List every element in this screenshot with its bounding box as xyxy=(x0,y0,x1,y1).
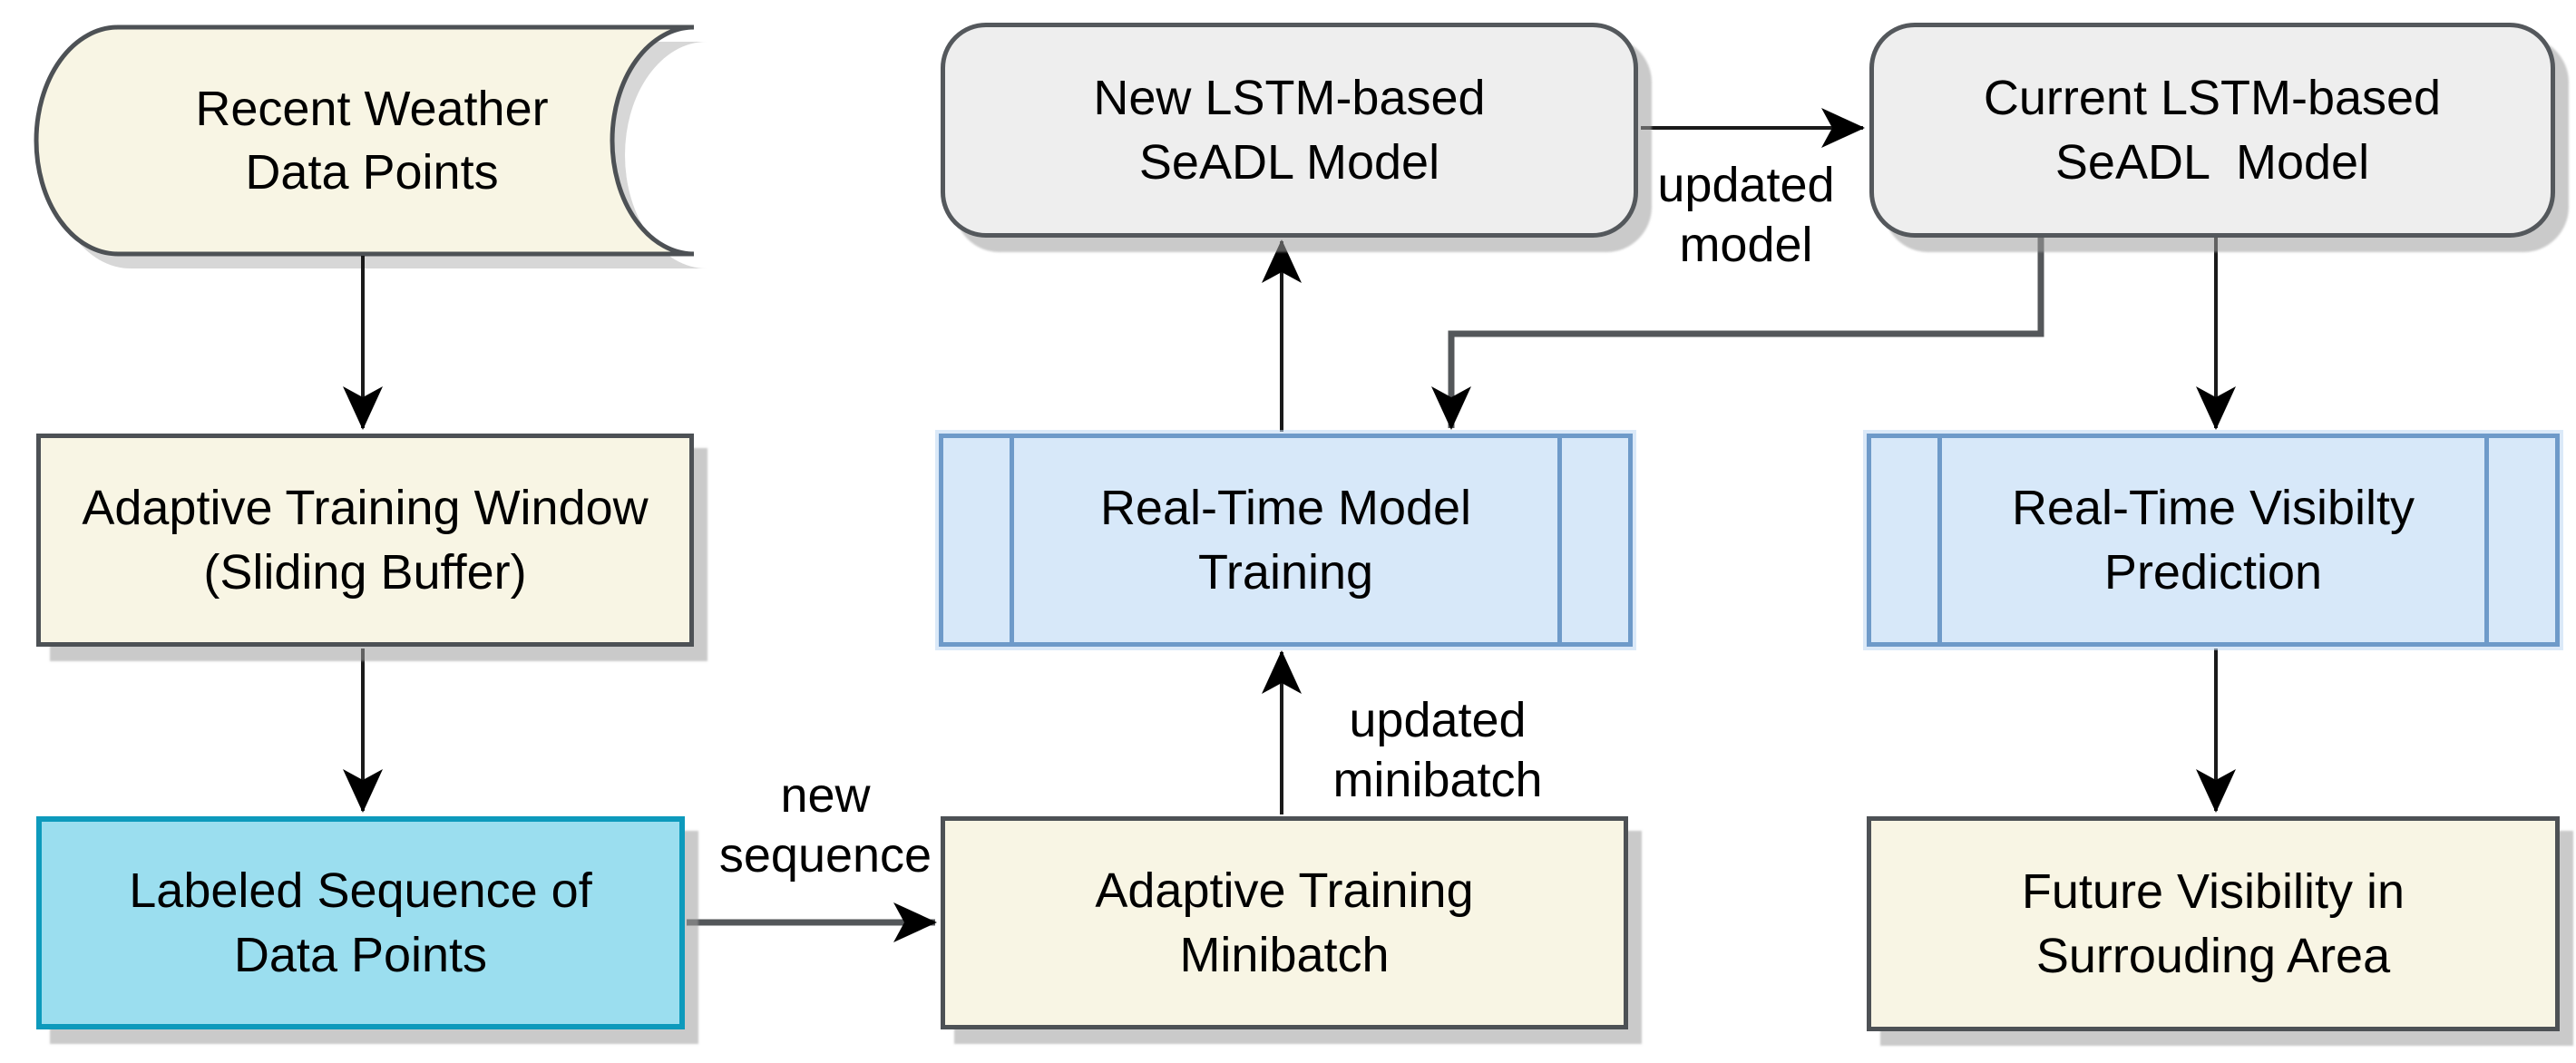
edge-label-updated-minibatch: updated minibatch xyxy=(1332,693,1543,807)
node-adaptive-training-minibatch: Adaptive Training Minibatch xyxy=(941,816,1628,1029)
node-current-lstm-seadl-model: Current LSTM-based SeADL Model xyxy=(1869,23,2555,238)
edge-label-updated-model: updated model xyxy=(1657,158,1835,272)
arrow-current-model-to-training xyxy=(1431,238,2044,430)
node-future-visibility: Future Visibility in Surrouding Area xyxy=(1867,816,2560,1031)
stored-data-shape xyxy=(34,24,707,268)
edge-label-new-sequence: new sequence xyxy=(718,768,932,883)
node-recent-weather-data-points: Recent Weather Data Points xyxy=(195,81,549,200)
node-real-time-visibility-prediction: Real-Time Visibilty Prediction xyxy=(1867,434,2560,647)
node-real-time-model-training: Real-Time Model Training xyxy=(939,434,1633,647)
node-labeled-sequence: Labeled Sequence of Data Points xyxy=(36,816,685,1029)
node-adaptive-training-window: Adaptive Training Window (Sliding Buffer… xyxy=(36,434,694,647)
node-new-lstm-seadl-model: New LSTM-based SeADL Model xyxy=(941,23,1638,238)
